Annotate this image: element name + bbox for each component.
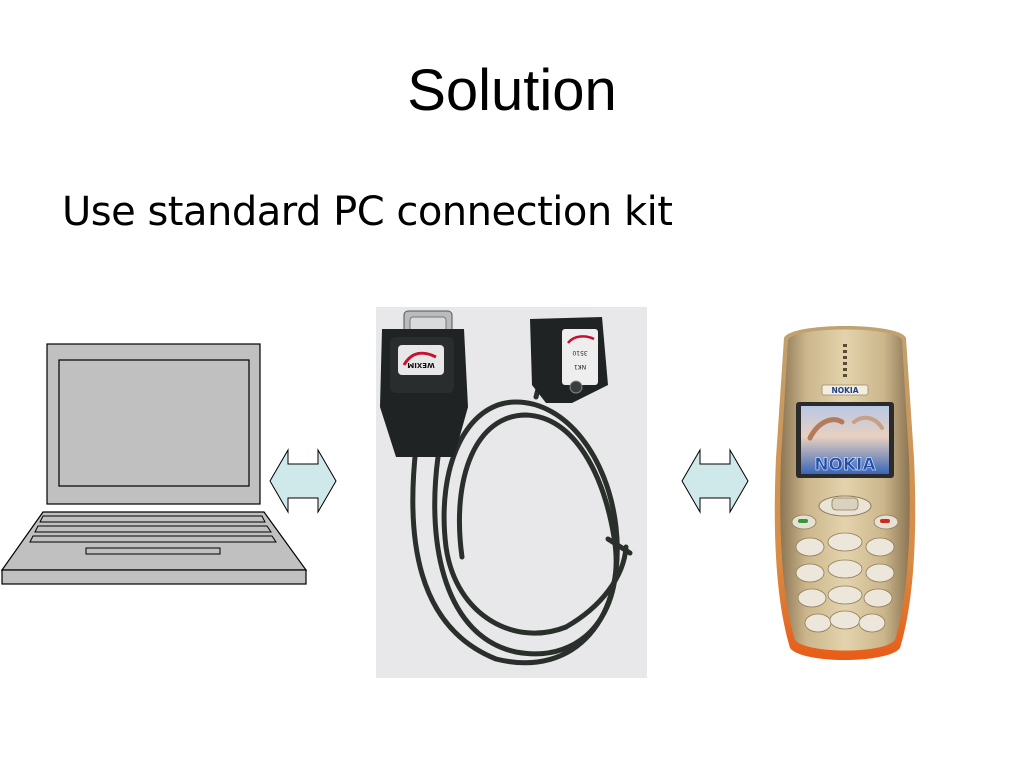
db9-connector: WEXIM: [380, 310, 468, 457]
cable-model-label-2: NK1: [574, 363, 586, 370]
phone-screen-brand: NOKIA: [814, 455, 876, 475]
slide-title: Solution: [407, 58, 617, 123]
double-arrow-icon: [681, 448, 749, 514]
cable-brand-label: WEXIM: [407, 361, 435, 369]
bullet-text: Use standard PC connection kit: [62, 189, 673, 235]
laptop-icon: [0, 343, 308, 585]
cable-photo: WEXIM 3510 NK1: [376, 307, 647, 678]
mobile-phone-image: NOKIA NOKIA: [774, 326, 916, 660]
cable-model-label-1: 3510: [572, 349, 587, 356]
phone-brand-label: NOKIA: [831, 386, 858, 395]
phone-connector: 3510 NK1: [530, 317, 608, 403]
double-arrow-icon: [269, 448, 337, 514]
